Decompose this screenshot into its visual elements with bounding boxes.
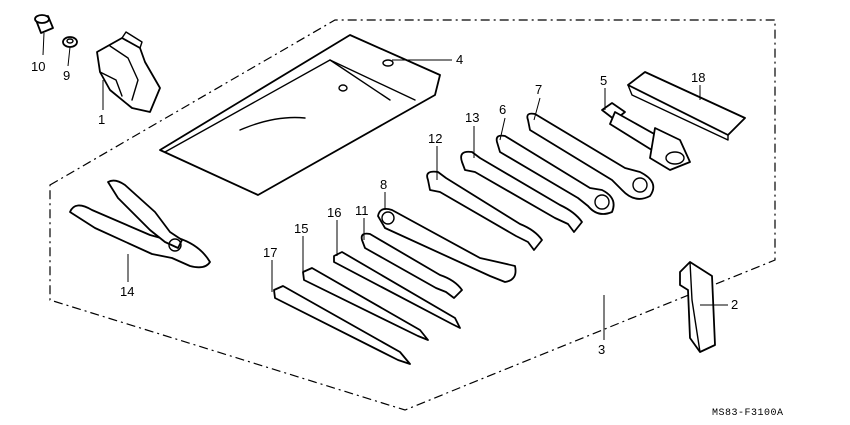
nut-part-9	[62, 36, 78, 48]
cap-nut-part-10	[34, 14, 54, 34]
callout-8: 8	[380, 177, 387, 192]
callout-15: 15	[294, 221, 308, 236]
callout-6: 6	[499, 102, 506, 117]
tool-bag-part-4	[159, 34, 441, 196]
callout-5: 5	[600, 73, 607, 88]
callout-14: 14	[120, 284, 134, 299]
callout-7: 7	[535, 82, 542, 97]
callout-3: 3	[598, 342, 605, 357]
plug-wrench-part-5	[601, 102, 691, 171]
callout-18: 18	[691, 70, 705, 85]
extension-bar-part-18	[627, 71, 746, 141]
callout-13: 13	[465, 110, 479, 125]
screwdriver-part-16	[333, 251, 461, 329]
callout-1: 1	[98, 112, 105, 127]
screwdriver-part-17	[273, 285, 411, 365]
callout-12: 12	[428, 131, 442, 146]
screwdriver-part-15	[302, 267, 429, 341]
wrench-part-8	[377, 207, 517, 283]
wrench-part-6	[495, 134, 615, 215]
handle-part-2	[679, 261, 716, 353]
callout-16: 16	[327, 205, 341, 220]
drawing-code: MS83-F3100A	[712, 408, 784, 419]
wrench-part-13	[460, 150, 583, 233]
callout-10: 10	[31, 59, 45, 74]
callout-9: 9	[63, 68, 70, 83]
callout-17: 17	[263, 245, 277, 260]
callout-leaders	[42, 32, 728, 340]
callout-11: 11	[355, 203, 369, 218]
holder-bracket-part-1	[96, 31, 161, 113]
callout-4: 4	[456, 52, 463, 67]
kit-boundary-outline	[49, 19, 776, 411]
wrench-part-11	[360, 232, 463, 299]
wrench-part-12	[426, 170, 543, 251]
pliers-part-14	[69, 179, 211, 269]
callout-2: 2	[731, 297, 738, 312]
wrench-part-7	[526, 112, 655, 200]
